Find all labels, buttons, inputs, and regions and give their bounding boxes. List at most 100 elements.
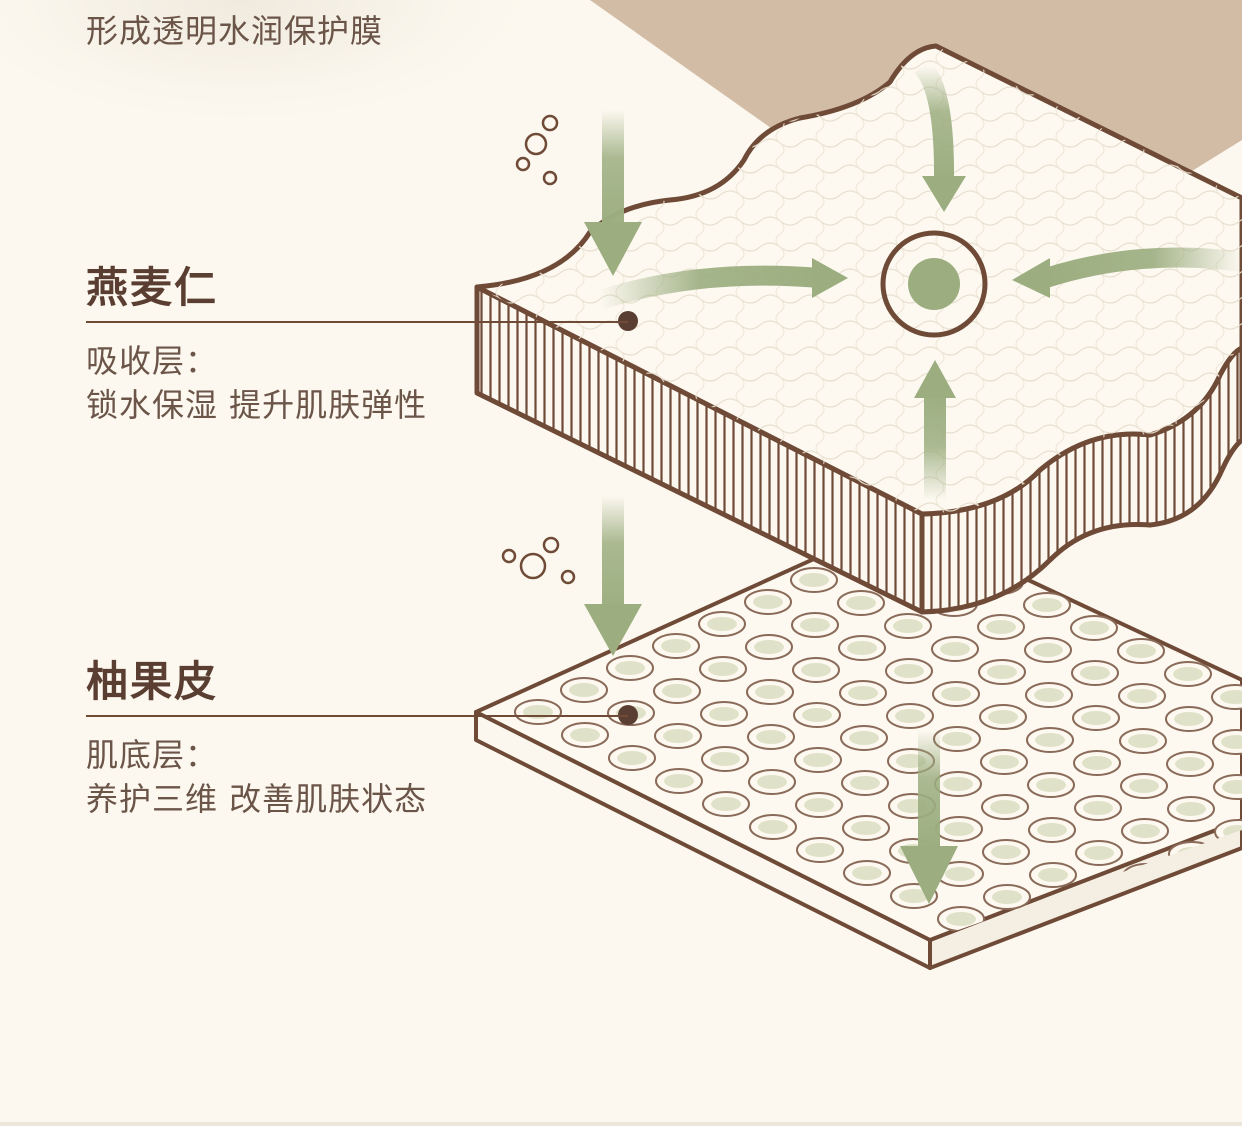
cell-core — [1178, 892, 1208, 906]
cell-core — [1218, 600, 1242, 614]
cell-core — [988, 710, 1018, 724]
layer-name-pomelo: 柚果皮 — [86, 657, 219, 706]
cell-core — [1171, 577, 1201, 591]
cell-core — [804, 798, 834, 812]
layer-desc-oat: 锁水保湿 提升肌肤弹性 — [86, 386, 428, 424]
cell-core — [1130, 824, 1160, 838]
cell-core — [1221, 735, 1242, 749]
cell-core — [708, 662, 738, 676]
bubbles-top — [515, 114, 559, 186]
cell-ring — [1077, 930, 1125, 940]
cell-core — [1084, 846, 1114, 860]
bottom-rule — [0, 1122, 1242, 1126]
cell-core — [941, 687, 971, 701]
cell-core — [1036, 778, 1066, 792]
layer-name-oat: 燕麦仁 — [86, 263, 219, 312]
cell-core — [617, 751, 647, 765]
cell-core — [802, 708, 832, 722]
layer-type-pomelo: 肌底层： — [86, 736, 219, 774]
cell-core — [754, 640, 784, 654]
cell-core — [801, 663, 831, 677]
cell-core — [710, 752, 740, 766]
cell-core — [1078, 576, 1108, 590]
cell-core — [1083, 801, 1113, 815]
cell-ring — [1215, 864, 1242, 890]
cell-core — [709, 707, 739, 721]
cell-core — [711, 797, 741, 811]
cell-core — [707, 617, 737, 631]
cell-ring — [1169, 886, 1217, 912]
layer-desc-pomelo: 养护三维 改善肌肤状态 — [86, 780, 428, 818]
cell-core — [893, 619, 923, 633]
cell-ring — [1123, 908, 1171, 934]
cell-core — [942, 732, 972, 746]
cell-ring — [1162, 571, 1210, 597]
callout-dot-top — [618, 311, 638, 331]
top-caption: 形成透明水润保护膜 — [86, 12, 384, 50]
cell-ring — [1208, 549, 1242, 575]
cell-core — [1172, 622, 1202, 636]
cell-core — [850, 776, 880, 790]
cell-core — [1079, 621, 1109, 635]
cell-core — [944, 822, 974, 836]
cell-core — [1219, 645, 1242, 659]
cell-core — [990, 800, 1020, 814]
cell-core — [848, 686, 878, 700]
cell-core — [1038, 868, 1068, 882]
cell-core — [570, 728, 600, 742]
cell-core — [805, 843, 835, 857]
cell-core — [1176, 802, 1206, 816]
cell-core — [1127, 689, 1157, 703]
cell-core — [852, 866, 882, 880]
cell-core — [1128, 734, 1158, 748]
cell-core — [1129, 779, 1159, 793]
cell-core — [851, 821, 881, 835]
callout-line-oat — [86, 321, 628, 323]
cell-core — [847, 641, 877, 655]
cell-ring — [1210, 639, 1242, 665]
cell-core — [757, 775, 787, 789]
cell-core — [894, 664, 924, 678]
cell-core — [1132, 914, 1162, 928]
cell-core — [946, 912, 976, 926]
cell-core — [663, 729, 693, 743]
cell-core — [1220, 690, 1242, 704]
cell-ring — [1161, 526, 1209, 552]
cell-core — [992, 890, 1022, 904]
cell-ring — [1115, 548, 1163, 574]
cell-core — [991, 845, 1021, 859]
cell-core — [987, 665, 1017, 679]
cell-core — [1034, 688, 1064, 702]
cell-core — [569, 683, 599, 697]
cell-core — [1175, 757, 1205, 771]
cell-core — [1035, 733, 1065, 747]
cell-core — [662, 684, 692, 698]
cell-core — [1217, 555, 1242, 569]
callout-line-pomelo — [86, 715, 628, 717]
cell-core — [756, 730, 786, 744]
cell-core — [1124, 554, 1154, 568]
cell-core — [799, 573, 829, 587]
cell-core — [945, 867, 975, 881]
cell-core — [1037, 823, 1067, 837]
cell-core — [1222, 780, 1242, 794]
cell-core — [895, 709, 925, 723]
cell-core — [849, 731, 879, 745]
cell-core — [753, 595, 783, 609]
cell-core — [1125, 599, 1155, 613]
cell-core — [1033, 643, 1063, 657]
cell-core — [1173, 667, 1203, 681]
top-slab — [474, 43, 1242, 615]
callout-dot-bottom — [618, 705, 638, 725]
cell-core — [986, 620, 1016, 634]
cell-core — [1082, 756, 1112, 770]
cell-core — [1032, 598, 1062, 612]
cell-ring — [1207, 520, 1242, 530]
cell-core — [800, 618, 830, 632]
cell-ring — [1163, 616, 1211, 642]
cell-ring — [1032, 953, 1078, 977]
cell-core — [664, 774, 694, 788]
arrows — [584, 59, 1242, 904]
cell-core — [803, 753, 833, 767]
